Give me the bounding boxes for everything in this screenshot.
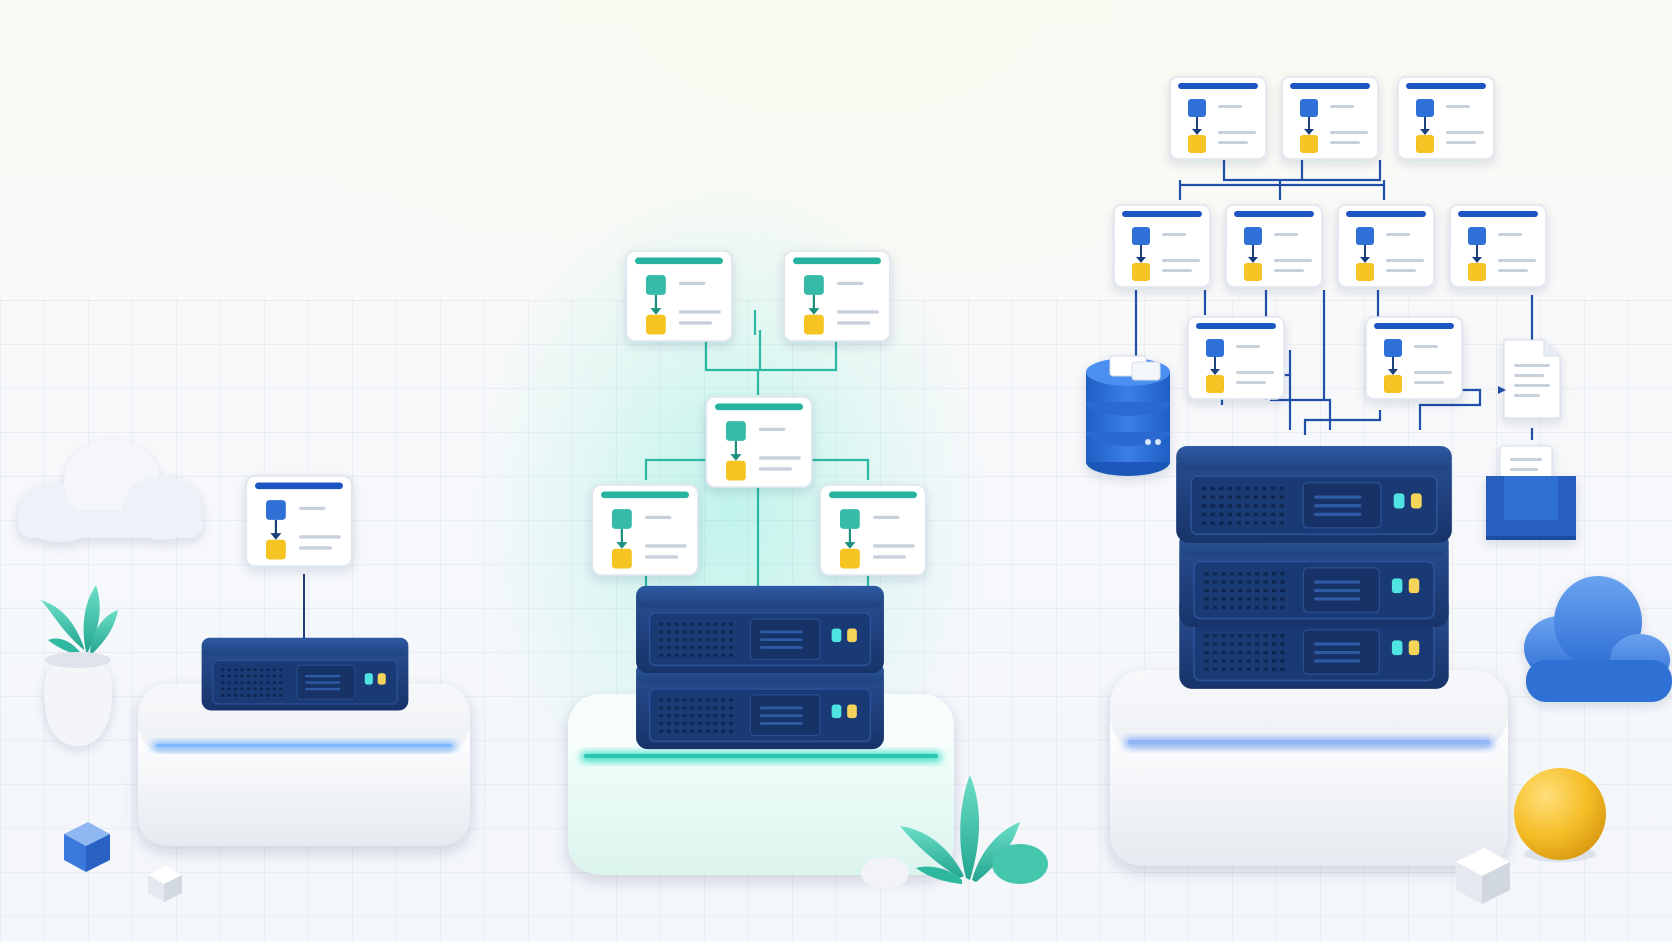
workflow-card bbox=[244, 474, 354, 568]
workflow-card bbox=[1336, 203, 1436, 289]
workflow-card bbox=[704, 395, 814, 489]
database-icon bbox=[1086, 355, 1170, 476]
workflow-card bbox=[1448, 203, 1548, 289]
plant-teal-medium bbox=[861, 775, 1048, 889]
arrow-icon bbox=[1498, 386, 1506, 394]
workflow-card bbox=[1224, 203, 1324, 289]
server-unit-medium-lower bbox=[635, 661, 885, 750]
server-unit-small bbox=[200, 637, 410, 712]
document-icon bbox=[1503, 339, 1561, 419]
cloud-blue-right bbox=[1524, 576, 1672, 702]
cube-blue-left bbox=[64, 822, 110, 872]
workflow-card bbox=[1396, 75, 1496, 161]
sphere-yellow bbox=[1514, 768, 1606, 862]
workflow-card bbox=[624, 249, 734, 343]
workflow-card bbox=[782, 249, 892, 343]
platform-large bbox=[1110, 670, 1508, 866]
server-unit-large-top bbox=[1175, 445, 1453, 544]
cube-white-small bbox=[148, 866, 182, 902]
server-unit-medium-upper bbox=[635, 585, 885, 674]
workflow-card bbox=[590, 483, 700, 577]
server-unit-large-middle bbox=[1178, 531, 1450, 628]
cube-white-right bbox=[1456, 848, 1510, 904]
server-stack-large bbox=[1175, 445, 1453, 690]
plant-pot-left bbox=[40, 585, 118, 746]
inbox-icon bbox=[1486, 445, 1576, 540]
workflow-card bbox=[1168, 75, 1268, 161]
workflow-card bbox=[1112, 203, 1212, 289]
cloud-white-left bbox=[18, 440, 203, 542]
workflow-card bbox=[1186, 315, 1286, 401]
server-stack-medium bbox=[635, 585, 885, 750]
workflow-card bbox=[1280, 75, 1380, 161]
workflow-card bbox=[818, 483, 928, 577]
workflow-card bbox=[1364, 315, 1464, 401]
